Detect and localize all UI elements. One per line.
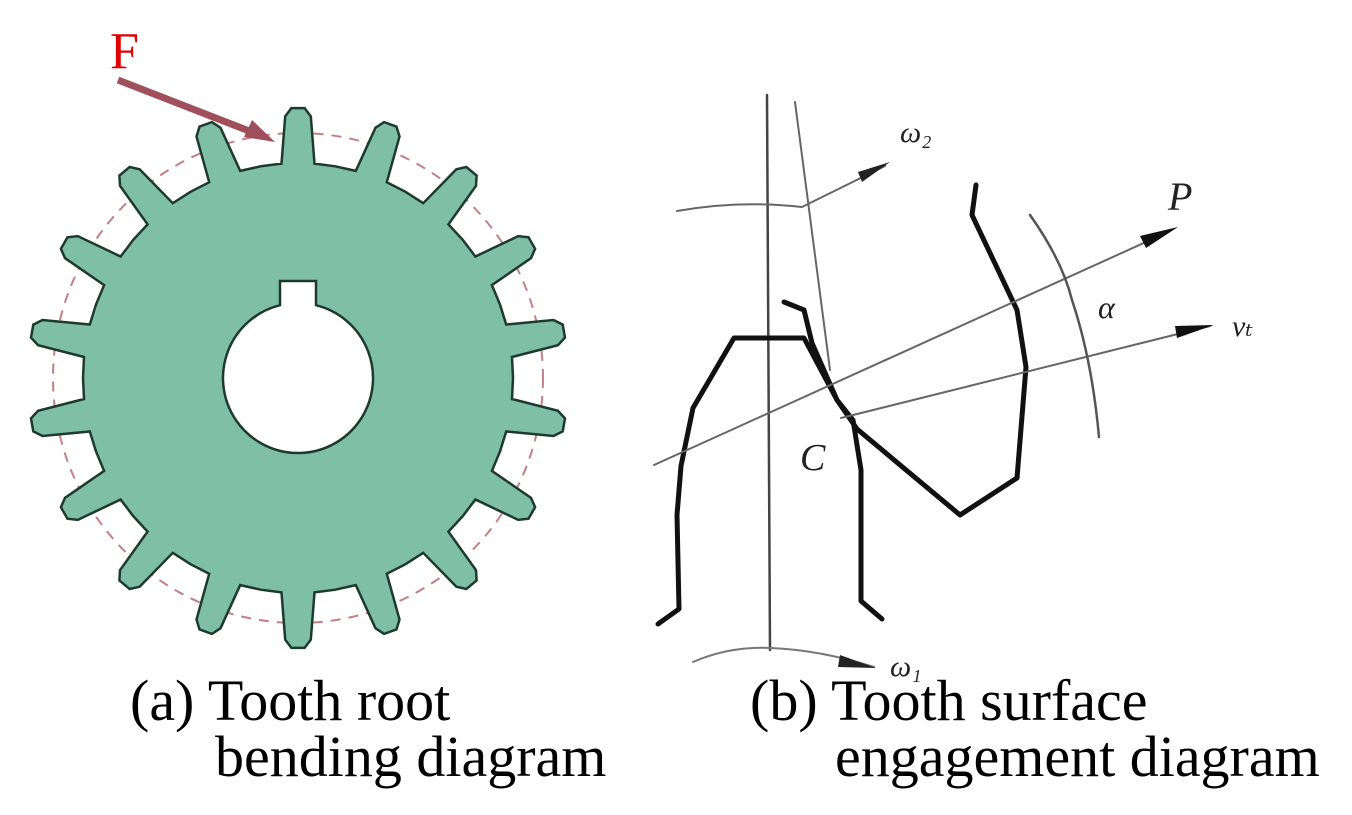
vt-arrowhead	[1175, 325, 1214, 338]
driven-tooth-profile	[781, 182, 1029, 518]
gear-diagram: F	[29, 23, 567, 650]
caption-a-line2: bending diagram	[215, 724, 606, 789]
force-label: F	[110, 23, 139, 80]
p-arrowhead	[1140, 227, 1178, 248]
caption-b-line1: (b) Tooth surface	[750, 668, 1148, 733]
force-arrow-shaft	[116, 76, 264, 140]
vt-label: vₜ	[1232, 310, 1253, 343]
driving-tooth-profile	[655, 335, 885, 627]
omega2-arrowhead	[858, 162, 890, 182]
alpha-arc	[1028, 213, 1101, 439]
tooth-axis-line	[794, 101, 831, 371]
alpha-label: α	[1098, 289, 1116, 325]
force-arrow-head	[244, 120, 275, 142]
caption-b-line2: engagement diagram	[835, 724, 1320, 789]
velocity-line	[840, 325, 1211, 419]
omega1-arrowhead	[838, 655, 876, 668]
omega1-label: ω₁	[890, 650, 922, 683]
caption-a-line1: (a) Tooth root	[130, 668, 450, 733]
omega2-arc	[676, 165, 886, 212]
line-of-action	[653, 231, 1169, 466]
p-label: P	[1167, 174, 1192, 219]
omega2-label: ω₂	[900, 116, 932, 149]
center-line	[765, 93, 772, 652]
engagement-diagram: P α vₜ ω₂ ω₁ C	[653, 93, 1253, 683]
spur-gear	[29, 106, 567, 650]
c-label: C	[800, 437, 826, 479]
